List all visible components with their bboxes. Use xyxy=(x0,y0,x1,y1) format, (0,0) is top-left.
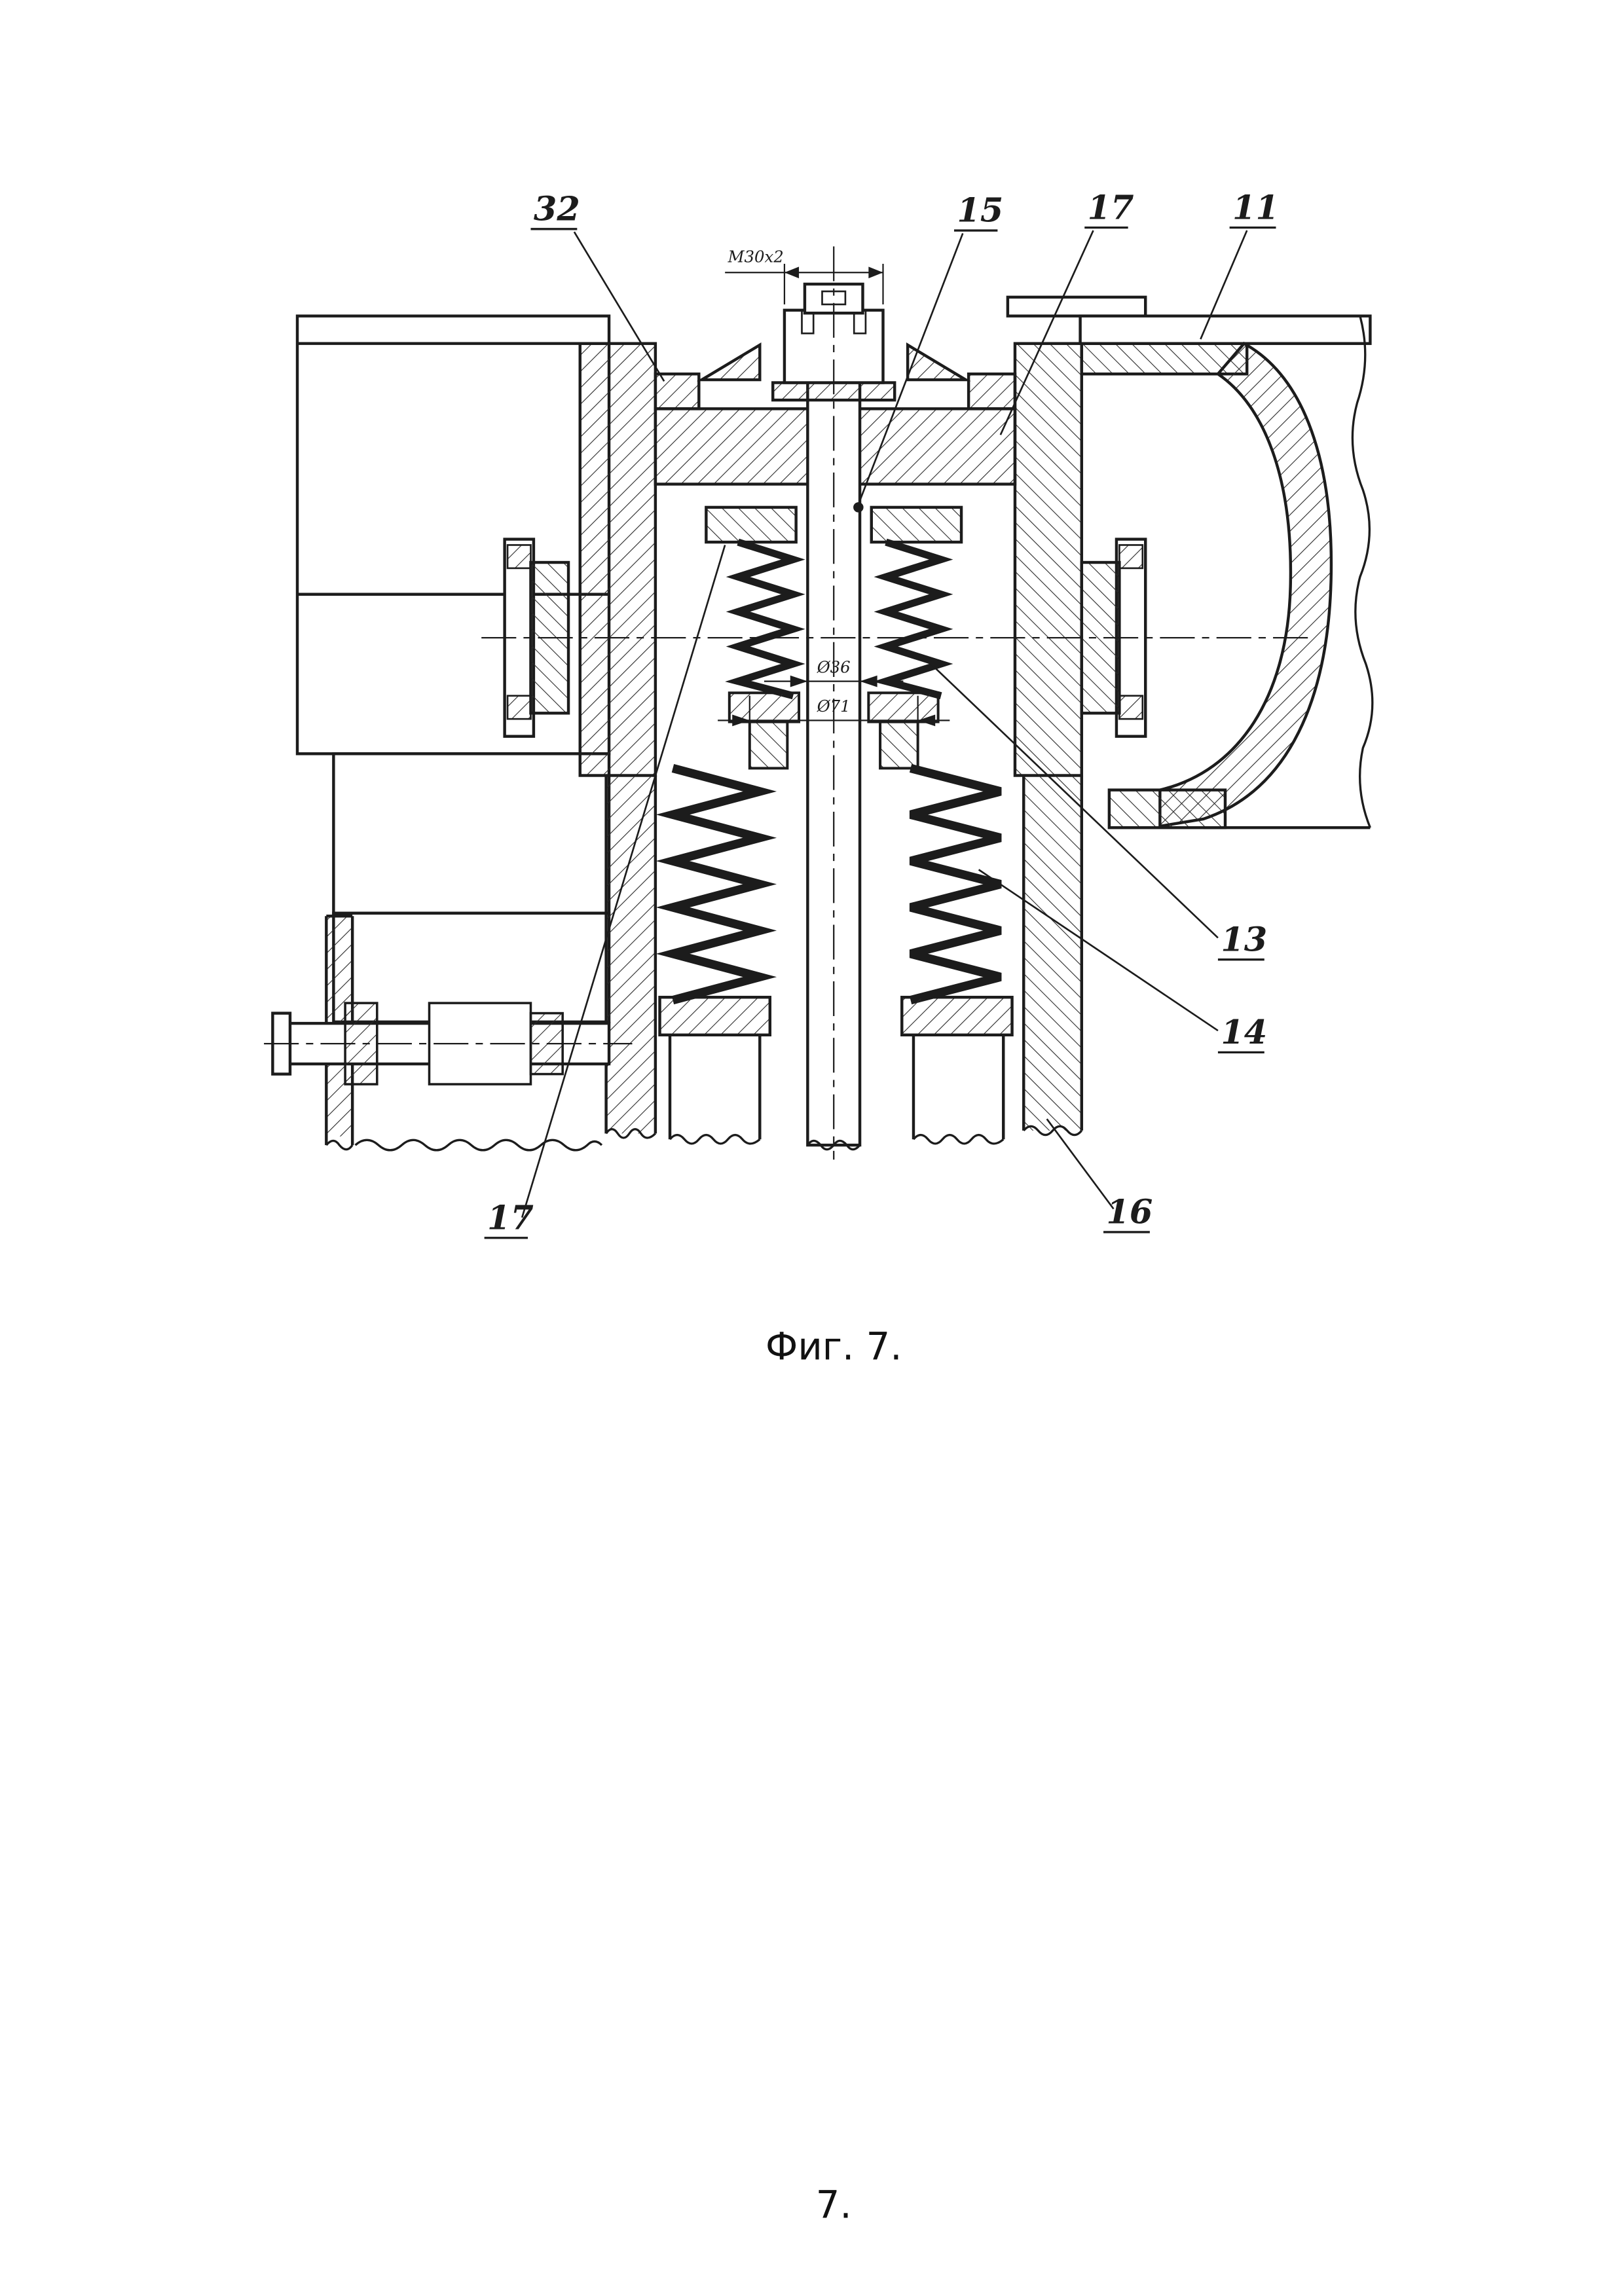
ref-label-16: 16 xyxy=(1046,1118,1153,1233)
dimension-dia71: Ø71 xyxy=(718,695,950,728)
page-number: 7. xyxy=(816,2183,852,2227)
leader-14 xyxy=(978,869,1219,1032)
dim-thread-text: M30x2 xyxy=(728,247,784,266)
leader-17-top xyxy=(999,230,1094,435)
spring-upper-right xyxy=(873,538,953,700)
ref-label-17-top: 17 xyxy=(999,188,1134,435)
leader-16 xyxy=(1046,1118,1115,1210)
leader-13 xyxy=(930,663,1219,939)
spring-lower-left xyxy=(655,764,777,1005)
ref-label-13: 13 xyxy=(930,663,1267,961)
label-16: 16 xyxy=(1106,1193,1153,1232)
ref-label-15: 15 xyxy=(853,191,1003,513)
figure-caption: Фиг. 7. xyxy=(766,1325,902,1369)
dimension-dia36: Ø36 xyxy=(764,644,904,690)
ref-label-32: 32 xyxy=(530,190,665,382)
leader-17-bottom xyxy=(521,545,726,1218)
leader-15 xyxy=(857,232,964,505)
dimension-thread: M30x2 xyxy=(725,247,884,304)
middle-retainers xyxy=(728,691,940,770)
label-11: 11 xyxy=(1232,188,1279,227)
label-17-top: 17 xyxy=(1088,188,1134,227)
label-14: 14 xyxy=(1221,1013,1267,1052)
dim-dia71-text: Ø71 xyxy=(817,697,851,716)
upper-spring-seats xyxy=(705,505,963,544)
spring-upper-left xyxy=(725,538,805,700)
label-13: 13 xyxy=(1221,920,1267,959)
leader-11 xyxy=(1200,230,1248,340)
ref-label-11: 11 xyxy=(1200,188,1279,340)
centerlines xyxy=(264,246,1312,1160)
dim-dia36-text: Ø36 xyxy=(817,657,851,676)
leader-32 xyxy=(573,231,665,382)
right-wall-section xyxy=(1013,342,1084,1137)
spring-lower-right xyxy=(909,763,1002,1005)
lower-retainers xyxy=(658,996,1014,1145)
left-wall-section xyxy=(578,342,657,1139)
label-15: 15 xyxy=(957,191,1003,230)
ref-label-17-bottom: 17 xyxy=(484,545,726,1239)
right-bracket xyxy=(1006,295,1374,829)
label-32: 32 xyxy=(534,190,580,229)
ref-label-14: 14 xyxy=(978,869,1267,1054)
